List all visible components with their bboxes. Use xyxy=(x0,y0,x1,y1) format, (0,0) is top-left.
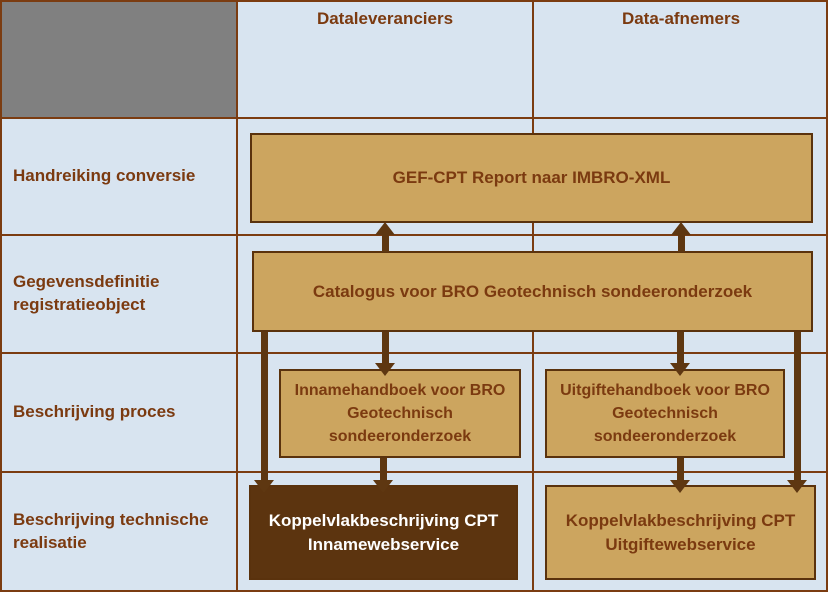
grid-line-row1 xyxy=(0,117,828,119)
arrow-catalogus-to-koppelvlak-inname-long xyxy=(254,332,274,493)
column-header-dataleveranciers: Dataleveranciers xyxy=(316,9,454,28)
grid-line-row2 xyxy=(0,234,828,236)
arrow-innamehandboek-to-koppelvlak-inname xyxy=(373,458,393,493)
box-koppelvlakbeschrijving-cpt-uitgiftewebservice: Koppelvlakbeschrijving CPT Uitgiftewebse… xyxy=(545,485,816,580)
arrow-down-head-icon xyxy=(787,480,807,493)
box-koppelvlakbeschrijving-cpt-innamewebservice: Koppelvlakbeschrijving CPT Innamewebserv… xyxy=(249,485,518,580)
corner-cell xyxy=(0,0,238,119)
grid-line-bottom xyxy=(0,590,828,592)
arrow-catalogus-to-koppelvlak-uitgifte-long xyxy=(787,332,807,493)
box-innamehandboek: Innamehandboek voor BRO Geotechnisch son… xyxy=(279,369,521,458)
box-gef-cpt-report-naar-imbro-xml: GEF-CPT Report naar IMBRO-XML xyxy=(250,133,813,223)
arrow-up-head-icon xyxy=(375,222,395,235)
grid-line-row4 xyxy=(0,471,828,473)
grid-line-top xyxy=(0,0,828,2)
column-header-data-afnemers: Data-afnemers xyxy=(621,9,741,28)
arrow-up-head-icon xyxy=(671,222,691,235)
arrow-down-head-icon xyxy=(375,363,395,376)
grid-line-row3 xyxy=(0,352,828,354)
arrow-catalogus-to-gefcpt-right xyxy=(671,222,691,252)
row-header-handreiking-conversie: Handreiking conversie xyxy=(13,166,196,186)
arrow-down-head-icon xyxy=(670,363,690,376)
grid-line-col1 xyxy=(236,0,238,592)
grid-line-left xyxy=(0,0,2,592)
arrow-down-head-icon xyxy=(670,480,690,493)
row-header-beschrijving-technische-realisatie: Beschrijving technische realisatie xyxy=(13,509,209,552)
row-header-beschrijving-proces: Beschrijving proces xyxy=(13,402,176,422)
box-uitgiftehandboek: Uitgiftehandboek voor BRO Geotechnisch s… xyxy=(545,369,785,458)
arrow-down-head-icon xyxy=(373,480,393,493)
arrow-catalogus-to-uitgiftehandboek xyxy=(670,332,690,376)
grid-line-right xyxy=(826,0,828,592)
row-header-gegevensdefinitie-registratieobject: Gegevensdefinitie registratieobject xyxy=(13,272,160,314)
arrow-down-head-icon xyxy=(254,480,274,493)
arrow-uitgiftehandboek-to-koppelvlak-uitgifte xyxy=(670,458,690,493)
arrow-catalogus-to-innamehandboek xyxy=(375,332,395,376)
arrow-catalogus-to-gefcpt-left xyxy=(375,222,395,252)
box-catalogus-bro-geotechnisch-sondeeronderzoek: Catalogus voor BRO Geotechnisch sondeero… xyxy=(252,251,813,332)
